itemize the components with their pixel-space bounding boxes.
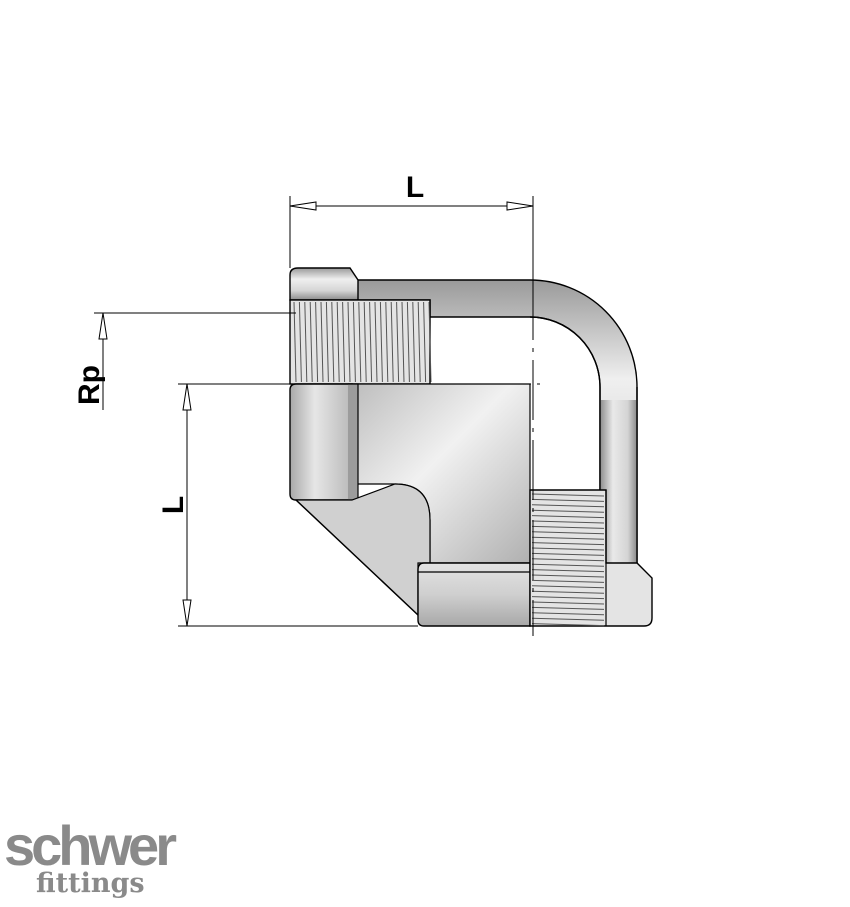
dimension-label-rp: Rp (73, 365, 106, 405)
thread-line (358, 301, 362, 383)
logo-name: schwer (4, 814, 177, 877)
thread-line (531, 574, 605, 578)
schwer-logo: schwer fittings (4, 814, 177, 899)
thread-line (390, 301, 394, 383)
thread-line (531, 606, 605, 610)
thread-line (385, 301, 389, 383)
left-socket-collar (289, 267, 359, 301)
thread-line (374, 301, 378, 383)
thread-line (531, 596, 605, 600)
thread-line (325, 301, 329, 383)
thread-line (320, 301, 324, 383)
thread-line (531, 552, 605, 556)
elbow-outer-bend (354, 279, 638, 564)
dimension-left-length (178, 383, 418, 627)
thread-line (331, 301, 335, 383)
left-socket-bore (289, 383, 359, 501)
thread-line (412, 301, 416, 383)
thread-line (531, 585, 605, 589)
thread-line (531, 623, 605, 627)
thread-line (396, 301, 400, 383)
thread-line (531, 498, 605, 502)
thread-line (352, 301, 356, 383)
thread-line (298, 301, 302, 383)
thread-line (531, 542, 605, 546)
bottom-thread (529, 489, 653, 627)
logo-subtitle: fittings (36, 868, 145, 899)
thread-line (363, 301, 367, 383)
thread-line (428, 301, 432, 383)
thread-line (531, 536, 605, 540)
thread-line (531, 509, 605, 513)
thread-line (531, 525, 605, 529)
thread-line (531, 515, 605, 519)
thread-line (423, 301, 427, 383)
thread-line (531, 617, 605, 621)
dimension-thread-rp (94, 312, 296, 410)
thread-line (531, 590, 605, 594)
thread-line (531, 558, 605, 562)
thread-line (336, 301, 340, 383)
thread-line (369, 301, 373, 383)
thread-line (342, 301, 346, 383)
thread-line (531, 493, 605, 497)
thread-line (309, 301, 313, 383)
thread-line (531, 563, 605, 567)
thread-line (531, 569, 605, 573)
elbow-lower-wedge (294, 483, 431, 617)
thread-line (293, 301, 297, 383)
thread-line (531, 504, 605, 508)
thread-line (379, 301, 383, 383)
thread-line (531, 547, 605, 551)
bottom-socket-collar (417, 562, 531, 627)
thread-line (531, 579, 605, 583)
thread-line (304, 301, 308, 383)
thread-line (315, 301, 319, 383)
thread-line (417, 301, 421, 383)
centre-lines (430, 280, 546, 636)
thread-line (406, 301, 410, 383)
thread-line (531, 612, 605, 616)
thread-line (347, 301, 351, 383)
left-thread (289, 299, 432, 385)
thread-line (531, 601, 605, 605)
thread-line (531, 520, 605, 524)
dimension-label-top: L (406, 171, 424, 204)
dimension-label-left: L (157, 496, 190, 514)
thread-line (531, 531, 605, 535)
dimension-top-length (289, 196, 534, 280)
thread-line (401, 301, 405, 383)
